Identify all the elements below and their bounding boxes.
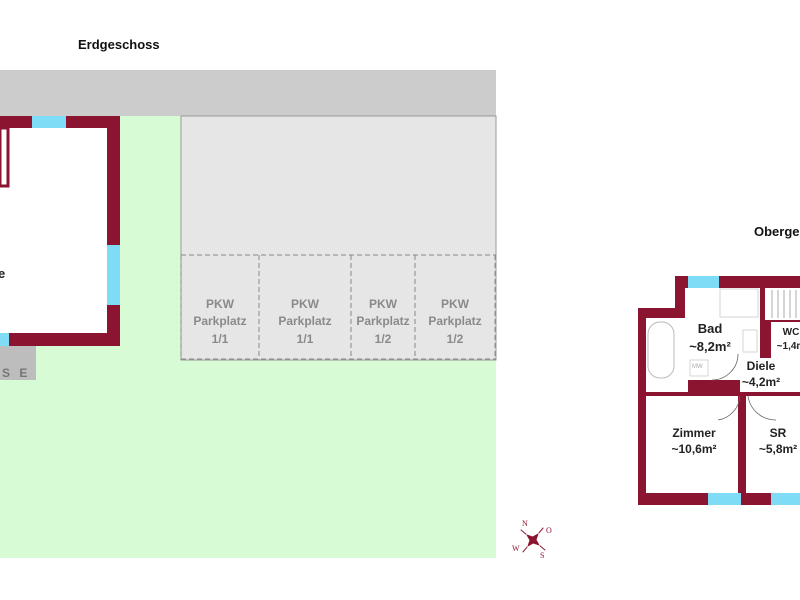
compass-n: N (522, 519, 528, 528)
road-strip (0, 70, 496, 116)
room-area: ~5,8m² (758, 442, 798, 457)
upper-floor-plan (638, 276, 800, 505)
parking-share: 1/2 (446, 331, 464, 346)
parking-label: Parkplatz (356, 314, 410, 329)
room-name: Diele (746, 359, 776, 373)
upper-floor-title: Oberge (754, 224, 800, 239)
compass-rose-icon (520, 527, 546, 553)
room-area: ~10,6m² (671, 442, 717, 457)
house-walls (0, 116, 120, 346)
terrace-area (0, 346, 36, 380)
window (688, 276, 719, 288)
parking-space-2[interactable]: PKW Parkplatz 1/1 (259, 296, 351, 348)
room-sr[interactable]: SR ~5,8m² (754, 425, 800, 457)
room-area: ~4,2m² (741, 374, 781, 389)
terrace-label: S E (2, 366, 31, 380)
parking-share: 1/1 (296, 331, 314, 346)
parking-type: PKW (206, 297, 234, 311)
parking-type: PKW (369, 297, 397, 311)
room-name: Bad (697, 321, 723, 336)
parking-label: Parkplatz (428, 314, 482, 329)
parking-share: 1/1 (211, 331, 229, 346)
ground-room-label: e (0, 266, 6, 281)
parking-space-3[interactable]: PKW Parkplatz 1/2 (351, 296, 415, 348)
parking-label: Parkplatz (278, 314, 332, 329)
window (0, 333, 9, 346)
mw-label: MW (692, 364, 703, 370)
compass-s: S (540, 551, 544, 560)
window (771, 493, 800, 505)
parking-type: PKW (441, 297, 469, 311)
room-area: ~1,4m (776, 340, 800, 352)
ground-floor-title: Erdgeschoss (78, 37, 160, 52)
room-name: Zimmer (672, 426, 716, 440)
parking-space-1[interactable]: PKW Parkplatz 1/1 (181, 296, 259, 348)
compass-w: W (512, 544, 520, 553)
room-zimmer[interactable]: Zimmer ~10,6m² (662, 425, 726, 457)
window (708, 493, 741, 505)
room-bad[interactable]: Bad ~8,2m² (680, 320, 740, 355)
parking-space-4[interactable]: PKW Parkplatz 1/2 (415, 296, 495, 348)
window (32, 116, 66, 128)
parking-share: 1/2 (374, 331, 392, 346)
window (107, 245, 120, 305)
parking-type: PKW (291, 297, 319, 311)
washing-machine (689, 359, 709, 377)
room-diele[interactable]: Diele ~4,2m² (734, 359, 788, 390)
parking-label: Parkplatz (193, 314, 247, 329)
room-name: SR (769, 426, 787, 440)
room-area: ~8,2m² (689, 338, 731, 354)
room-name: WC (782, 327, 800, 338)
room-wc[interactable]: WC ~1,4m (766, 326, 800, 353)
parking-area (180, 115, 497, 361)
compass-o: O (546, 526, 552, 535)
